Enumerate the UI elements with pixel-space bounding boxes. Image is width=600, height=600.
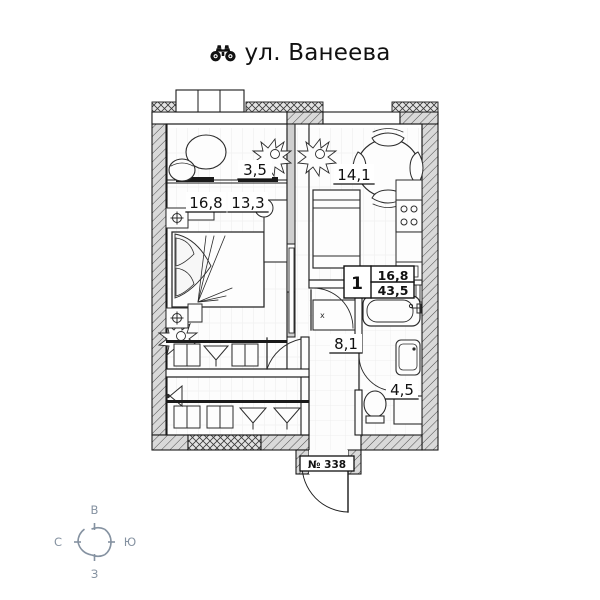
compass-label-north: С — [54, 535, 62, 549]
slab-bottom-left — [187, 434, 262, 451]
window-top-kitchen — [322, 111, 401, 125]
wall-left — [151, 111, 168, 436]
entry-door-swing — [301, 464, 349, 513]
apartment-number-badge: № 338 — [299, 455, 355, 472]
wall-right — [421, 111, 439, 451]
slab-top-mid — [245, 101, 324, 113]
area-value-kitchen: 14,1 — [337, 166, 370, 184]
bathtub — [362, 295, 421, 327]
plant-kitchen — [296, 137, 338, 178]
area-label-hall: 8,1 — [329, 334, 363, 354]
pouf — [168, 158, 196, 182]
area-label-balcony-top: 3,5 — [237, 160, 273, 180]
loggia-cabinet — [288, 247, 295, 334]
compass-label-west: З — [91, 567, 98, 581]
wall-bottom-left — [151, 434, 189, 451]
lamp-bottom-icon — [170, 311, 184, 325]
area-label-kitchen: 14,1 — [333, 164, 375, 185]
area-value-balcony-top: 3,5 — [243, 161, 267, 179]
wall-hall-bathroom-lower — [354, 389, 363, 436]
kitchen-sofa — [312, 189, 361, 269]
bed-bench — [187, 303, 203, 323]
area-label-loggia: 13,3 — [227, 192, 269, 213]
stove — [395, 199, 423, 233]
hall-wardrobe — [312, 299, 356, 331]
outline-balcony-bottom — [165, 376, 310, 436]
dining-chair-top — [371, 132, 405, 147]
door-kitchen-swing — [312, 287, 354, 329]
wall-bottom-mid — [260, 434, 310, 451]
area-value-bathroom: 4,5 — [390, 381, 414, 399]
door-living-swing — [266, 338, 302, 370]
page-title: ул. Ванеева — [244, 40, 391, 66]
counter-mid — [395, 231, 423, 263]
stove-burners — [400, 205, 418, 226]
toilet — [363, 390, 387, 424]
compass-rose: В С Ю З — [54, 503, 136, 581]
wall-top-mid — [286, 111, 324, 125]
wall-balcony-bottom-divider — [165, 368, 310, 378]
area-value-hall: 8,1 — [334, 335, 358, 353]
wardrobe-mark: x — [320, 311, 325, 320]
area-label-living: 16,8 — [185, 192, 227, 213]
bed-duvet — [174, 233, 212, 299]
wall-top-right — [399, 111, 439, 125]
window-sill-left — [176, 177, 214, 182]
bed-pillows — [175, 237, 195, 297]
page-title-bar: ул. Ванеева — [0, 40, 600, 66]
area-label-bathroom: 4,5 — [385, 380, 419, 400]
compass-label-east: В — [91, 503, 99, 517]
area-value-living: 16,8 — [189, 194, 222, 212]
summary-box: 1 16,8 43,5 — [343, 265, 415, 299]
summary-total-area: 43,5 — [378, 283, 409, 298]
compass-label-south: Ю — [124, 535, 136, 549]
balcony-furniture-upper — [173, 343, 259, 367]
binoculars-icon — [209, 45, 236, 62]
balcony-furniture-lower — [173, 405, 302, 430]
coffee-table — [185, 134, 227, 170]
washing-machine — [393, 395, 423, 425]
bed-folds — [197, 235, 233, 303]
wall-top-left — [151, 111, 288, 125]
summary-living-area: 16,8 — [378, 268, 409, 283]
lamp-top-icon — [170, 211, 184, 225]
summary-rooms: 1 — [351, 274, 363, 294]
area-value-loggia: 13,3 — [231, 194, 264, 212]
balcony-projection — [175, 89, 245, 113]
dining-chair-right — [409, 151, 424, 185]
bathtub-inner — [366, 299, 414, 323]
balcony-rail-upper — [166, 340, 287, 343]
slab-top-right — [391, 101, 439, 113]
apartment-number-text: № 338 — [308, 459, 346, 471]
partition-loggia-top — [286, 123, 296, 245]
wall-hall-left — [300, 336, 310, 436]
balcony-rail-lower — [166, 400, 309, 403]
counter-upper — [395, 179, 423, 201]
wall-bottom-right — [360, 434, 423, 451]
bathtub-faucet — [408, 303, 422, 314]
